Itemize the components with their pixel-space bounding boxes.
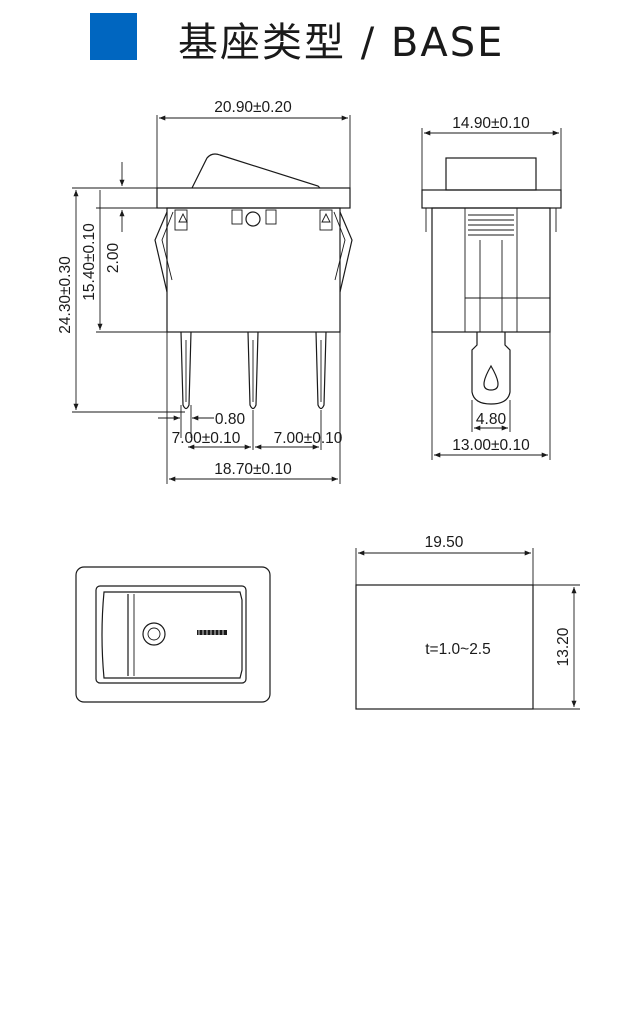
right-clip <box>339 211 353 293</box>
side-terminal <box>471 332 511 405</box>
pin-left <box>180 331 192 410</box>
left-clip <box>154 211 168 293</box>
on-symbol-icon <box>142 622 166 646</box>
section-marker <box>90 13 137 60</box>
pitch-right-dim: 7.00±0.10 <box>274 430 343 447</box>
top-view <box>75 566 271 703</box>
cutout-rect <box>355 584 534 710</box>
terminal-hole <box>483 364 499 391</box>
page-title: 基座类型 / BASE <box>178 20 505 66</box>
bezel-inner <box>95 585 247 684</box>
panel-cutout-view: 19.50 13.20 t=1.0~2.5 <box>355 534 580 710</box>
rocker-face <box>101 591 243 679</box>
bezel-outer <box>75 566 271 703</box>
side-actuator <box>445 157 537 191</box>
front-flange-dim: 2.00 <box>105 243 122 274</box>
rocker-actuator <box>191 153 321 189</box>
center-boss <box>245 211 261 227</box>
front-body-height-dim: 15.40±0.10 <box>81 223 98 301</box>
header: 基座类型 / BASE <box>0 0 628 70</box>
cutout-height-dim: 13.20 <box>555 627 572 666</box>
side-body <box>431 207 551 333</box>
front-body <box>166 207 341 333</box>
front-total-height-dim: 24.30±0.30 <box>57 256 74 334</box>
front-view: 20.90±0.20 24.30±0.30 15.40±0.10 2.00 0.… <box>57 99 353 484</box>
side-width-dim: 14.90±0.10 <box>452 115 530 132</box>
pin-center <box>247 331 259 410</box>
pin-right <box>315 331 327 410</box>
off-symbol-icon <box>197 630 227 635</box>
front-width-dim: 20.90±0.20 <box>214 99 292 116</box>
terminal-width-dim: 4.80 <box>476 411 507 428</box>
thickness-label: t=1.0~2.5 <box>425 641 491 658</box>
front-body-width-dim: 18.70±0.10 <box>214 461 292 478</box>
side-view: 14.90±0.10 4.80 13.00±0.10 <box>421 115 562 460</box>
pin-width-dim: 0.80 <box>215 411 246 428</box>
front-flange <box>156 187 351 209</box>
side-flange <box>421 189 562 209</box>
cutout-width-dim: 19.50 <box>425 534 464 551</box>
pitch-left-dim: 7.00±0.10 <box>172 430 241 447</box>
side-body-width-dim: 13.00±0.10 <box>452 437 530 454</box>
